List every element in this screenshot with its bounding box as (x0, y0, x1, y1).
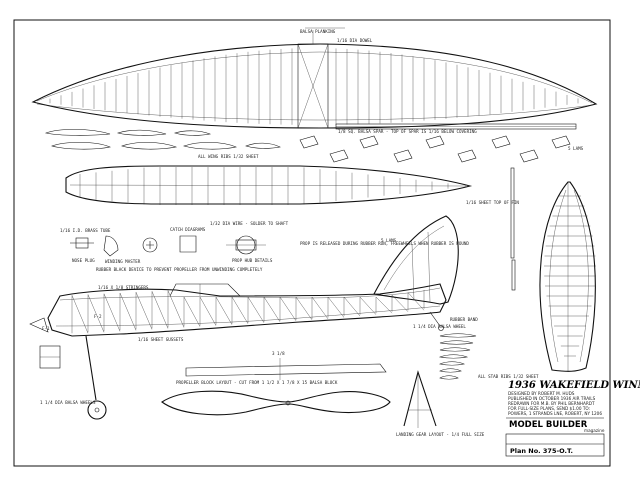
spar-strip (335, 123, 577, 130)
gusset-part (329, 149, 349, 163)
fuselage-diagonal (231, 296, 249, 324)
rubber-band-label: RUBBER BAND (450, 317, 478, 322)
propeller-plan (161, 390, 391, 416)
publisher-name: MODEL BUILDER (509, 420, 588, 430)
fuselage-diagonal (103, 293, 121, 332)
credit-line-4: FOR FULL-SIZE PLANS, SEND $1.00 TO: (508, 406, 590, 411)
fuselage-diagonal (135, 292, 153, 330)
fuselage-diagonal (311, 296, 329, 320)
rubber-note: RUBBER BLACK DEVICE TO PREVENT PROPELLER… (96, 267, 263, 272)
f2-label: F-2 (94, 314, 102, 319)
fuselage-diagonal (87, 294, 105, 333)
fuselage-diagonal (215, 296, 233, 325)
stab-rib-template (439, 333, 477, 338)
fuselage-diagonal (407, 292, 425, 311)
spar-note: 1/8 SQ. BALSA SPAR - TOP OF SPAR IS 1/16… (338, 129, 477, 134)
stab-label: 5 LAMS (568, 146, 584, 151)
stabilizer-plan (539, 181, 596, 372)
prop-block-note: PROPELLER BLOCK LAYOUT - CUT FROM 1 1/2 … (176, 380, 338, 385)
gussets-label: 1/16 SHEET GUSSETS (138, 337, 184, 342)
winding-label: WINDING MASTER (105, 259, 141, 264)
fuselage-side-view (47, 283, 447, 337)
fin-note: 1/16 SHEET TOP OF FIN (466, 200, 519, 205)
fuselage-diagonal (183, 296, 201, 327)
fuselage-diagonal (199, 296, 217, 326)
prop-hub-label: PROP HUB DETAILS (232, 258, 273, 263)
plan-title: 1936 WAKEFIELD WINNER (508, 380, 640, 391)
nose-plug-label: NOSE PLUG (72, 258, 95, 263)
fuselage-diagonal (151, 291, 169, 329)
stab-rib-template (439, 368, 462, 373)
fuselage-top-view (65, 165, 473, 205)
credit-line-5: POWERS, 1 STRANDS LNE, ROBERT, NY 1206 (508, 411, 602, 416)
propeller-block-side (185, 358, 387, 380)
landing-gear-layout (403, 370, 437, 428)
stringers-label: 1/16 X 1/8 STRINGERS (98, 285, 149, 290)
stab-rib-template (438, 354, 469, 359)
title-block (505, 417, 605, 457)
f1-label: F-1 (42, 326, 50, 331)
wing-plan-view (31, 27, 598, 129)
nose-hardware (70, 235, 266, 257)
fuselage-diagonal (295, 296, 313, 320)
gusset-part (359, 135, 379, 149)
stab-rib-template (439, 375, 459, 380)
plan-number: Plan No. 375-O.T. (510, 447, 573, 455)
wheel-label: 1 1/4 DIA BALSA WHEEL (413, 324, 466, 329)
fuselage-diagonal (359, 296, 377, 315)
fuselage-diagonal (279, 296, 297, 321)
small-parts (299, 135, 571, 163)
dim-318: 3 1/8 (272, 351, 285, 356)
stab-rib-template (439, 340, 474, 345)
rear-skid (429, 311, 444, 331)
fuselage-diagonal (391, 294, 409, 312)
rudder-lams: 5 LAMS (381, 238, 397, 243)
fuselage-diagonal (343, 296, 361, 317)
credit-line-2: PUBLISHED IN OCTOBER 1936 AIR TRAILS (508, 396, 596, 401)
fuselage-diagonal (119, 292, 137, 331)
gusset-part (425, 135, 445, 149)
gusset-part (393, 149, 413, 163)
lg-layout-label: LANDING GEAR LAYOUT - 1/4 FULL SIZE (396, 432, 485, 437)
solder-label: 1/32 DIA WIRE - SOLDER TO SHAFT (210, 221, 289, 226)
wing-rib-templates (44, 129, 281, 150)
landing-gear (29, 317, 107, 420)
fuselage-diagonal (167, 290, 185, 328)
sheet-border (13, 19, 611, 467)
gusset-part (299, 135, 319, 149)
fuselage-diagonal (375, 296, 393, 314)
catch-label: CATCH DIAGRAMS (170, 227, 206, 232)
publisher-suffix: magazine (584, 428, 605, 433)
dowel-label: 1/16 DIA DOWEL (337, 38, 373, 43)
balsa-planking-label: BALSA PLANKING (300, 29, 336, 34)
credit-line-3: REDRAWN FOR M.B. BY PHIL BERNHARDT (508, 401, 595, 406)
wheel-note: 1 1/4 DIA BALSA WHEELS (40, 400, 96, 405)
fuselage-diagonal (327, 296, 345, 318)
dowel-stick (510, 167, 516, 291)
stab-rib-template (438, 361, 466, 366)
fuselage-diagonal (247, 296, 265, 323)
gusset-part (491, 135, 511, 149)
stab-rib-template (439, 347, 471, 352)
credit-line-1: DESIGNED BY ROBERT M. HUDS (508, 391, 575, 396)
fuselage-diagonal (71, 295, 89, 334)
stab-rib-templates (438, 333, 477, 380)
gusset-part (551, 135, 571, 149)
gusset-part (457, 149, 477, 163)
tube-label: 1/16 I.D. BRASS TUBE (60, 228, 111, 233)
ribs-note: ALL WING RIBS 1/32 SHEET (198, 154, 259, 159)
stab-ribs-note: ALL STAB RIBS 1/32 SHEET (478, 374, 539, 379)
fuselage-diagonal (263, 296, 281, 322)
gusset-part (519, 149, 539, 163)
freewheel-note: PROP IS RELEASED DURING RUBBER RUN, FREE… (300, 241, 469, 246)
